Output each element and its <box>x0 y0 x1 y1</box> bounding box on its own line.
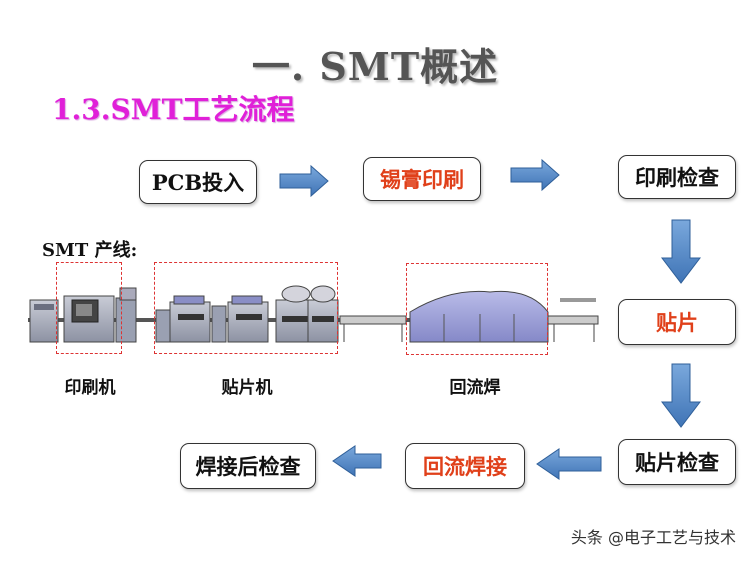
arrow-left-icon <box>536 448 602 480</box>
equipment-label-reflow: 回流焊 <box>449 378 501 398</box>
flow-step-pcb-input: PCB投入 <box>139 160 257 204</box>
flow-step-print-inspection: 印刷检查 <box>618 155 736 199</box>
slide-subtitle: 1.3.SMT工艺流程 <box>52 93 295 126</box>
mounter-machine <box>307 285 339 343</box>
slide-title: 一. SMT概述 <box>251 44 499 89</box>
mounter-machine <box>169 295 211 343</box>
printer-group-frame <box>56 262 122 354</box>
flow-step-post-solder-inspection: 焊接后检查 <box>180 443 316 489</box>
reflow-group-frame <box>406 263 548 355</box>
watermark: 头条 @电子工艺与技术 <box>570 528 736 547</box>
arrow-right-icon <box>279 164 329 198</box>
arrow-right-icon <box>510 158 560 192</box>
mounter-machine <box>227 295 269 343</box>
mounter-group-frame <box>154 262 338 354</box>
arrow-down-icon <box>660 219 702 284</box>
arrow-down-icon <box>660 363 702 428</box>
production-line-label: SMT 产线: <box>42 240 138 261</box>
flow-step-paste-printing: 锡膏印刷 <box>363 157 481 201</box>
equipment-label-printer: 印刷机 <box>64 378 116 398</box>
flow-step-placement-inspection: 贴片检查 <box>618 439 736 485</box>
flow-step-reflow-soldering: 回流焊接 <box>405 443 525 489</box>
equipment-label-mounter: 贴片机 <box>221 378 273 398</box>
smt-production-line-illustration <box>28 285 599 343</box>
arrow-left-icon <box>332 445 382 477</box>
flow-step-placement: 贴片 <box>618 299 736 345</box>
